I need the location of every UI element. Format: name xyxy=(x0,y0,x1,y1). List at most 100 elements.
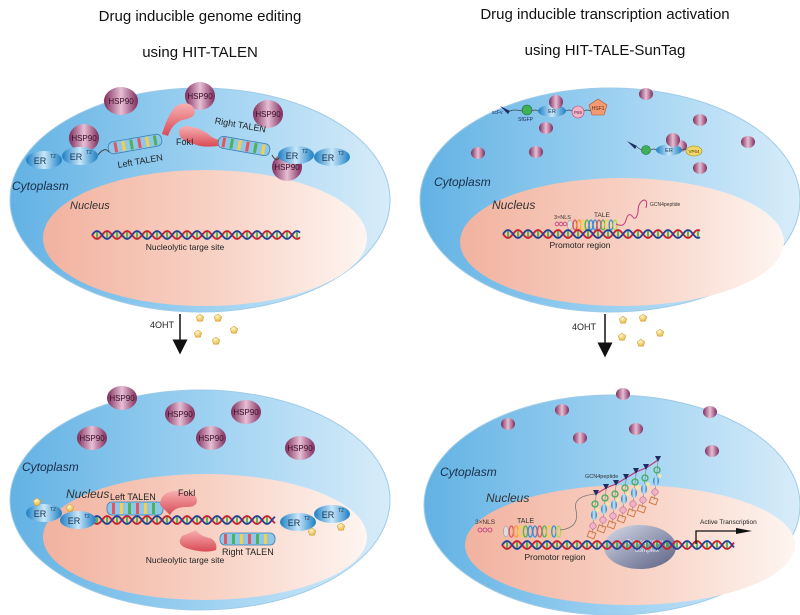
right-talen: Right TALEN xyxy=(219,532,276,557)
sfgfp-icon xyxy=(653,466,661,474)
cytoplasm-label: Cytoplasm xyxy=(12,179,69,193)
svg-text:T2: T2 xyxy=(338,508,344,514)
hsp90-protein: HSP90 xyxy=(104,87,138,115)
svg-text:ER: ER xyxy=(34,156,47,166)
hsp90-icon xyxy=(705,445,719,457)
hsp90-icon xyxy=(501,418,515,430)
hsp90-icon xyxy=(741,136,755,148)
dna-helix xyxy=(91,230,301,240)
sfgfp-icon xyxy=(631,478,639,486)
hsp90-protein: HSP90 xyxy=(165,402,195,426)
er-icon xyxy=(653,476,659,486)
svg-text:scFv: scFv xyxy=(492,110,503,116)
drug-molecule-icon xyxy=(658,474,662,478)
scfv-icon xyxy=(623,474,629,480)
scfv-icon xyxy=(655,456,661,462)
svg-text:HSP90: HSP90 xyxy=(274,163,300,172)
scfv-icon xyxy=(500,106,510,114)
left-before-cell: Cytoplasm Nucleus HSP90 HSP90 HSP90 HSP9… xyxy=(9,82,391,313)
hsp90-icon xyxy=(573,432,587,444)
drug-molecule-icon xyxy=(65,503,75,512)
tale-repeat xyxy=(612,219,618,231)
foki-label: FokI xyxy=(178,488,196,498)
svg-text:HSP90: HSP90 xyxy=(255,110,281,119)
svg-text:HSP90: HSP90 xyxy=(287,444,313,453)
dna-label: Promotor region xyxy=(550,240,611,250)
sfgfp-icon xyxy=(601,494,609,502)
dna-label: Promotor region xyxy=(525,552,586,562)
hsp90-icon xyxy=(539,122,553,134)
svg-text:T2: T2 xyxy=(304,516,310,522)
nucleus-label: Nucleus xyxy=(66,487,109,501)
nls-beads xyxy=(477,527,493,533)
foki-domain-right xyxy=(179,126,222,147)
hsp90-icon xyxy=(639,88,653,100)
er-icon xyxy=(641,484,647,494)
treatment-label: 4OHT xyxy=(150,320,175,330)
hsp90-icon xyxy=(471,147,485,159)
hsp90-protein: HSP90 xyxy=(107,386,137,410)
dna-helix xyxy=(502,229,701,239)
svg-text:HSP90: HSP90 xyxy=(198,434,224,443)
svg-text:T2: T2 xyxy=(302,149,308,155)
hsf1-icon xyxy=(596,524,607,534)
right-panel-title: Drug inducible transcription activation … xyxy=(440,4,770,62)
dna-strand xyxy=(91,515,276,525)
p65-icon xyxy=(629,500,637,508)
svg-text:HSP90: HSP90 xyxy=(109,394,135,403)
treatment-label: 4OHT xyxy=(572,322,597,332)
left-title-line1: Drug inducible genome editing xyxy=(98,8,302,25)
p65-icon xyxy=(619,506,627,514)
sfgfp-icon xyxy=(611,490,619,498)
tale-repeat xyxy=(555,525,562,538)
nucleus xyxy=(460,178,784,306)
tale-array xyxy=(503,525,562,538)
hsp90-protein: HSP90 xyxy=(231,400,261,424)
nucleus-label: Nucleus xyxy=(486,491,529,505)
hsp90-protein: HSP90 xyxy=(253,100,283,128)
drug-molecule-icon xyxy=(32,497,42,506)
sfgfp-icon xyxy=(621,484,629,492)
er-icon xyxy=(601,504,607,514)
drug-molecule-icon xyxy=(211,336,221,345)
er-icon xyxy=(611,500,617,510)
cytoplasm-label: Cytoplasm xyxy=(434,175,491,189)
drug-molecule-icon xyxy=(229,325,239,334)
gcn4-label: GCN4peptide xyxy=(650,202,681,208)
tale-label: TALE xyxy=(517,518,534,525)
hsp90-protein: HSP90 xyxy=(185,82,215,110)
hsf1-icon xyxy=(648,496,659,506)
svg-text:ER: ER xyxy=(68,516,81,526)
p65-icon xyxy=(599,516,607,524)
p65-icon xyxy=(589,522,597,530)
right-title-line1: Drug inducible transcription activation xyxy=(480,6,730,23)
drug-molecule-icon xyxy=(646,482,650,486)
svg-text:HSP90: HSP90 xyxy=(233,408,259,417)
foki-domain-left xyxy=(160,490,197,515)
right-treatment: 4OHT xyxy=(572,313,665,358)
left-after-cell: Cytoplasm Nucleus HSP90 HSP90 HSP90 HSP9… xyxy=(9,386,391,611)
hsf1-icon xyxy=(606,520,617,530)
hsp90-icon xyxy=(629,423,643,435)
nls-label: 3×NLS xyxy=(554,215,571,221)
svg-text:ER: ER xyxy=(665,148,673,154)
er-icon xyxy=(631,488,637,498)
svg-text:HSP90: HSP90 xyxy=(167,410,193,419)
hsp90-protein: HSP90 xyxy=(77,426,107,450)
scfv-icon xyxy=(633,468,639,474)
hsp90-small xyxy=(501,388,719,457)
left-talen: Left TALEN xyxy=(106,492,164,516)
hsp90-icon xyxy=(693,162,707,174)
drug-molecule-icon xyxy=(636,338,646,347)
hsp90-icon xyxy=(693,114,707,126)
svg-text:ER: ER xyxy=(286,151,299,161)
dna-label: Nucleolytic targe site xyxy=(146,555,225,565)
scfv-er-vp64-construct: ER VP64 xyxy=(627,133,703,157)
dna-helix xyxy=(91,515,276,525)
hsp90-protein: HSP90 xyxy=(285,436,315,460)
p65-icon xyxy=(651,488,659,496)
